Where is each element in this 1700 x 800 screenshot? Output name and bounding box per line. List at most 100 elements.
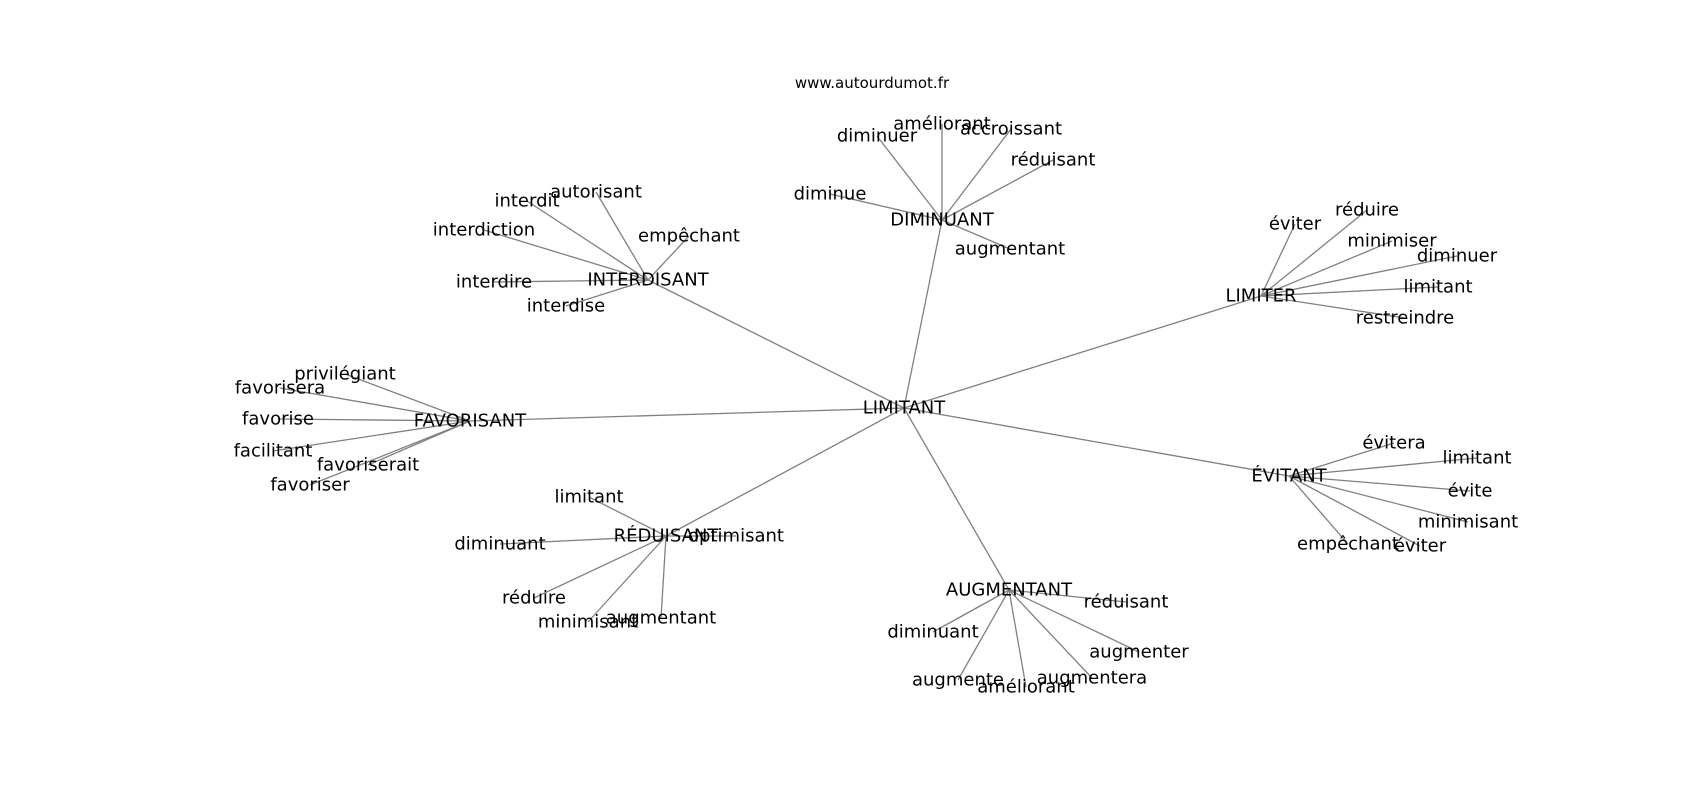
edge-hub-to-leaf: [344, 373, 471, 422]
leaf-node-label[interactable]: privilégiant: [294, 364, 395, 385]
leaf-node-label[interactable]: interdise: [527, 296, 606, 317]
edge-hub-to-leaf: [1260, 286, 1439, 297]
labels-layer: www.autourdumot.fr LIMITANT DIMINUANT dimi…: [234, 74, 1519, 698]
edge-hub-to-leaf: [588, 496, 667, 537]
edge-hub-to-leaf: [1288, 475, 1469, 523]
edge-hub-to-leaf: [1008, 589, 1027, 688]
leaf-node-label[interactable]: autorisant: [550, 182, 642, 203]
hub-node-label[interactable]: ÉVITANT: [1251, 465, 1327, 487]
edge-hub-to-leaf: [941, 159, 1054, 221]
leaf-node-label[interactable]: réduisant: [1011, 150, 1096, 171]
leaf-node-label[interactable]: minimisant: [1418, 512, 1518, 533]
leaf-node-label[interactable]: limitant: [1442, 448, 1511, 469]
edge-center-to-hub: [903, 219, 943, 409]
edge-hub-to-leaf: [1288, 475, 1421, 547]
edge-hub-to-leaf: [277, 418, 471, 422]
edge-hub-to-leaf: [279, 387, 471, 422]
edge-hub-to-leaf: [595, 191, 649, 281]
leaf-node-label[interactable]: empêchant: [638, 226, 740, 247]
leaf-node-label[interactable]: éviter: [1394, 536, 1447, 557]
leaf-node-label[interactable]: interdiction: [433, 220, 535, 241]
edge-hub-to-leaf: [941, 219, 1011, 250]
edge-hub-to-leaf: [932, 589, 1010, 633]
hub-node-label[interactable]: LIMITER: [1225, 286, 1296, 307]
edge-hub-to-leaf: [272, 420, 471, 452]
edge-center-to-hub: [665, 407, 905, 537]
edge-hub-to-leaf: [533, 535, 667, 599]
leaf-node-label[interactable]: améliorant: [893, 114, 991, 135]
leaf-node-label[interactable]: facilitant: [234, 441, 313, 462]
edge-hub-to-leaf: [957, 589, 1010, 681]
edge-hub-to-leaf: [941, 128, 1012, 221]
edge-hub-to-leaf: [1260, 209, 1368, 297]
edge-hub-to-leaf: [309, 420, 471, 486]
edge-hub-to-leaf: [1260, 240, 1393, 297]
leaf-node-label[interactable]: minimisant: [538, 612, 638, 633]
source-watermark: www.autourdumot.fr: [795, 74, 950, 92]
leaf-node-label[interactable]: évitera: [1362, 433, 1425, 454]
leaf-node-label[interactable]: favorise: [242, 409, 314, 430]
edge-center-to-hub: [469, 407, 905, 422]
edge-center-to-hub: [903, 407, 1290, 477]
leaf-node-label[interactable]: interdire: [456, 272, 532, 293]
leaf-node-label[interactable]: diminuer: [1417, 246, 1498, 267]
leaf-node-label[interactable]: empêchant: [1297, 534, 1399, 555]
edges-layer: [272, 124, 1478, 688]
edge-hub-to-leaf: [483, 229, 649, 281]
edge-hub-to-leaf: [1288, 475, 1471, 492]
edge-hub-to-leaf: [587, 535, 667, 623]
hub-node-label[interactable]: INTERDISANT: [587, 270, 709, 291]
hub-node-label[interactable]: RÉDUISANT: [614, 525, 720, 547]
leaf-node-label[interactable]: éviter: [1269, 214, 1322, 235]
edge-hub-to-leaf: [493, 279, 649, 283]
leaf-node-label[interactable]: réduisant: [1084, 592, 1169, 613]
leaf-node-label[interactable]: augmente: [912, 670, 1004, 691]
edge-hub-to-leaf: [1260, 295, 1406, 319]
edge-hub-to-leaf: [1288, 457, 1478, 477]
leaf-node-label[interactable]: favorisera: [235, 378, 325, 399]
edge-center-to-hub: [903, 407, 1010, 591]
leaf-node-label[interactable]: restreindre: [1356, 308, 1455, 329]
leaf-node-label[interactable]: limitant: [554, 487, 623, 508]
edge-hub-to-leaf: [1288, 475, 1349, 545]
edge-hub-to-leaf: [1260, 223, 1296, 297]
edge-hub-to-leaf: [660, 535, 667, 619]
leaf-node-label[interactable]: diminuer: [837, 126, 918, 147]
leaf-node-label[interactable]: évite: [1448, 481, 1493, 502]
leaf-node-label[interactable]: améliorant: [977, 677, 1075, 698]
edge-hub-to-leaf: [1008, 589, 1093, 679]
leaf-node-label[interactable]: favoriser: [270, 475, 350, 496]
leaf-node-label[interactable]: diminuant: [454, 534, 545, 555]
hub-node-label[interactable]: FAVORISANT: [414, 411, 527, 432]
leaf-node-label[interactable]: réduire: [1335, 200, 1399, 221]
leaf-node-label[interactable]: augmentant: [955, 239, 1065, 260]
leaf-node-label[interactable]: optimisant: [688, 526, 784, 547]
leaf-node-label[interactable]: diminue: [794, 184, 867, 205]
edge-hub-to-leaf: [1008, 589, 1140, 653]
edge-hub-to-leaf: [1008, 589, 1127, 603]
edge-center-to-hub: [647, 279, 905, 409]
leaf-node-label[interactable]: augmenter: [1089, 642, 1189, 663]
leaf-node-label[interactable]: augmentera: [1037, 668, 1147, 689]
edge-hub-to-leaf: [499, 535, 667, 545]
leaf-node-label[interactable]: augmentant: [606, 608, 716, 629]
leaf-node-label[interactable]: favoriserait: [317, 455, 419, 476]
leaf-node-label[interactable]: diminuant: [887, 622, 978, 643]
center-node-label[interactable]: LIMITANT: [863, 398, 947, 419]
edge-center-to-hub: [903, 295, 1262, 409]
leaf-node-label[interactable]: interdit: [494, 191, 559, 212]
leaf-node-label[interactable]: minimiser: [1347, 231, 1437, 252]
edge-hub-to-leaf: [1260, 255, 1458, 297]
leaf-node-label[interactable]: limitant: [1403, 277, 1472, 298]
edge-hub-to-leaf: [1288, 442, 1395, 477]
leaf-node-label[interactable]: accroissant: [960, 119, 1062, 140]
edge-hub-to-leaf: [647, 235, 690, 281]
edge-hub-to-leaf: [829, 193, 943, 221]
hub-node-label[interactable]: DIMINUANT: [890, 210, 994, 231]
edge-hub-to-leaf: [526, 200, 649, 281]
hub-node-label[interactable]: AUGMENTANT: [946, 580, 1073, 601]
edge-hub-to-leaf: [876, 135, 943, 221]
leaf-node-label[interactable]: réduire: [502, 588, 566, 609]
edge-hub-to-leaf: [565, 279, 649, 307]
